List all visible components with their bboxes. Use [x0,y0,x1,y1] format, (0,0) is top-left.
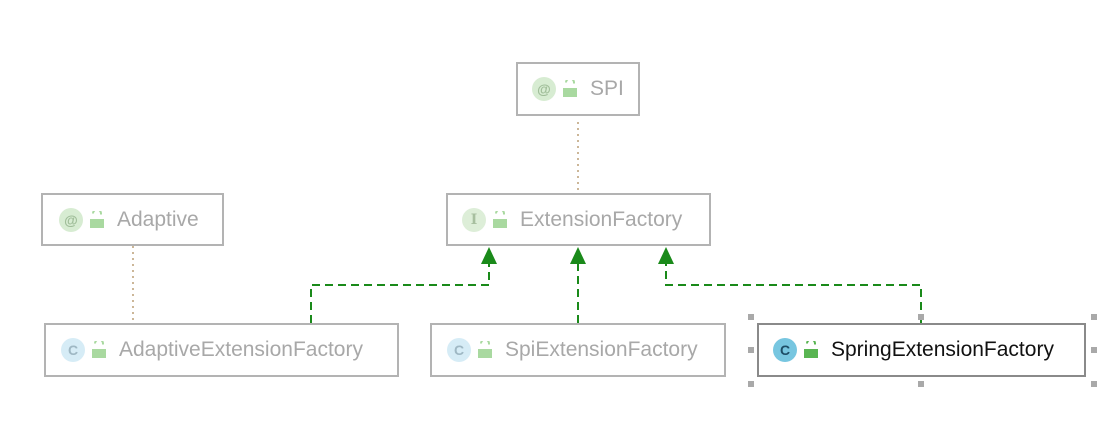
class-badge-icon: C [61,338,85,362]
resize-handle-top-left[interactable] [748,314,754,320]
unlock-icon [804,341,818,358]
annotation-badge-icon: @ [59,207,83,232]
resize-handle-bottom-center[interactable] [918,381,924,387]
node-adaptive-extension-factory[interactable]: C AdaptiveExtensionFactory [44,323,399,377]
class-badge-icon: C [447,338,471,362]
node-label: SpiExtensionFactory [505,338,698,361]
resize-handle-middle-right[interactable] [1091,347,1097,353]
node-label: AdaptiveExtensionFactory [119,338,363,361]
unlock-icon [92,341,106,358]
node-extension-factory[interactable]: I ExtensionFactory [446,193,711,246]
edge-adaptiveextensionfactory-extensionfactory [310,262,490,323]
arrowhead-spring-impl [658,247,674,264]
interface-badge-icon: I [462,207,486,232]
unlock-icon [478,341,492,358]
arrowhead-spi-impl [570,247,586,264]
resize-handle-top-center[interactable] [918,314,924,320]
node-adaptive[interactable]: @ Adaptive [41,193,224,246]
unlock-icon [493,210,507,228]
resize-handle-middle-left[interactable] [748,347,754,353]
edge-springextensionfactory-extensionfactory [665,262,922,323]
node-label: SPI [590,77,624,100]
arrowhead-adaptive-impl [481,247,497,264]
class-badge-icon: C [773,338,797,362]
resize-handle-bottom-right[interactable] [1091,381,1097,387]
node-spi-extension-factory[interactable]: C SpiExtensionFactory [430,323,726,377]
resize-handle-bottom-left[interactable] [748,381,754,387]
unlock-icon [563,80,577,97]
resize-handle-top-right[interactable] [1091,314,1097,320]
node-label: Adaptive [117,207,199,231]
node-spring-extension-factory[interactable]: C SpringExtensionFactory [757,323,1086,377]
node-spi[interactable]: @ SPI [516,62,640,116]
annotation-badge-icon: @ [532,77,556,101]
node-label: ExtensionFactory [520,207,683,231]
node-label: SpringExtensionFactory [831,338,1054,361]
unlock-icon [90,210,104,228]
